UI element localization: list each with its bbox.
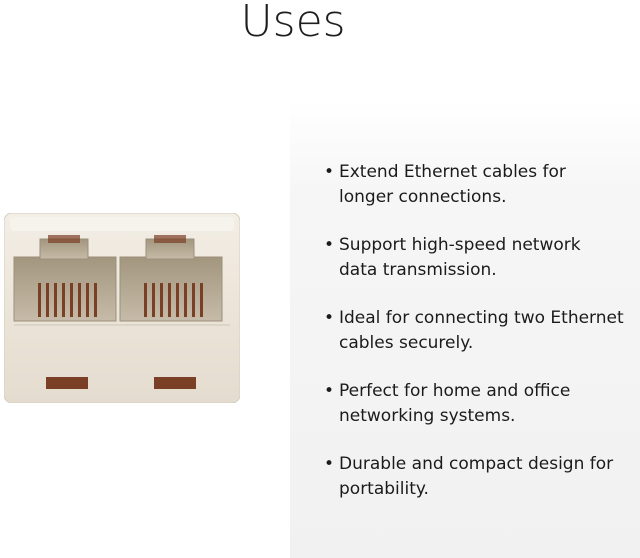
feature-item: • Extend Ethernet cables for longer conn…	[324, 160, 624, 209]
bullet-icon: •	[324, 235, 335, 255]
feature-text: Perfect for home and office networking s…	[339, 381, 571, 426]
rj45-coupler-icon	[4, 213, 240, 403]
feature-item: • Durable and compact design for portabi…	[324, 452, 624, 501]
port-right	[119, 235, 223, 322]
feature-text: Durable and compact design for portabili…	[339, 454, 614, 499]
page-title: Uses	[240, 0, 346, 47]
feature-text: Support high-speed network data transmis…	[339, 235, 581, 280]
feature-item: • Ideal for connecting two Ethernet cabl…	[324, 306, 624, 355]
feature-text: Extend Ethernet cables for longer connec…	[339, 162, 566, 207]
background-panel	[290, 100, 640, 558]
bullet-icon: •	[324, 454, 335, 474]
feature-item: • Support high-speed network data transm…	[324, 233, 624, 282]
port-left	[13, 235, 117, 322]
bullet-icon: •	[324, 381, 335, 401]
feature-text: Ideal for connecting two Ethernet cables…	[339, 308, 624, 353]
bullet-icon: •	[324, 308, 335, 328]
feature-list: • Extend Ethernet cables for longer conn…	[324, 160, 624, 525]
feature-item: • Perfect for home and office networking…	[324, 379, 624, 428]
bullet-icon: •	[324, 162, 335, 182]
